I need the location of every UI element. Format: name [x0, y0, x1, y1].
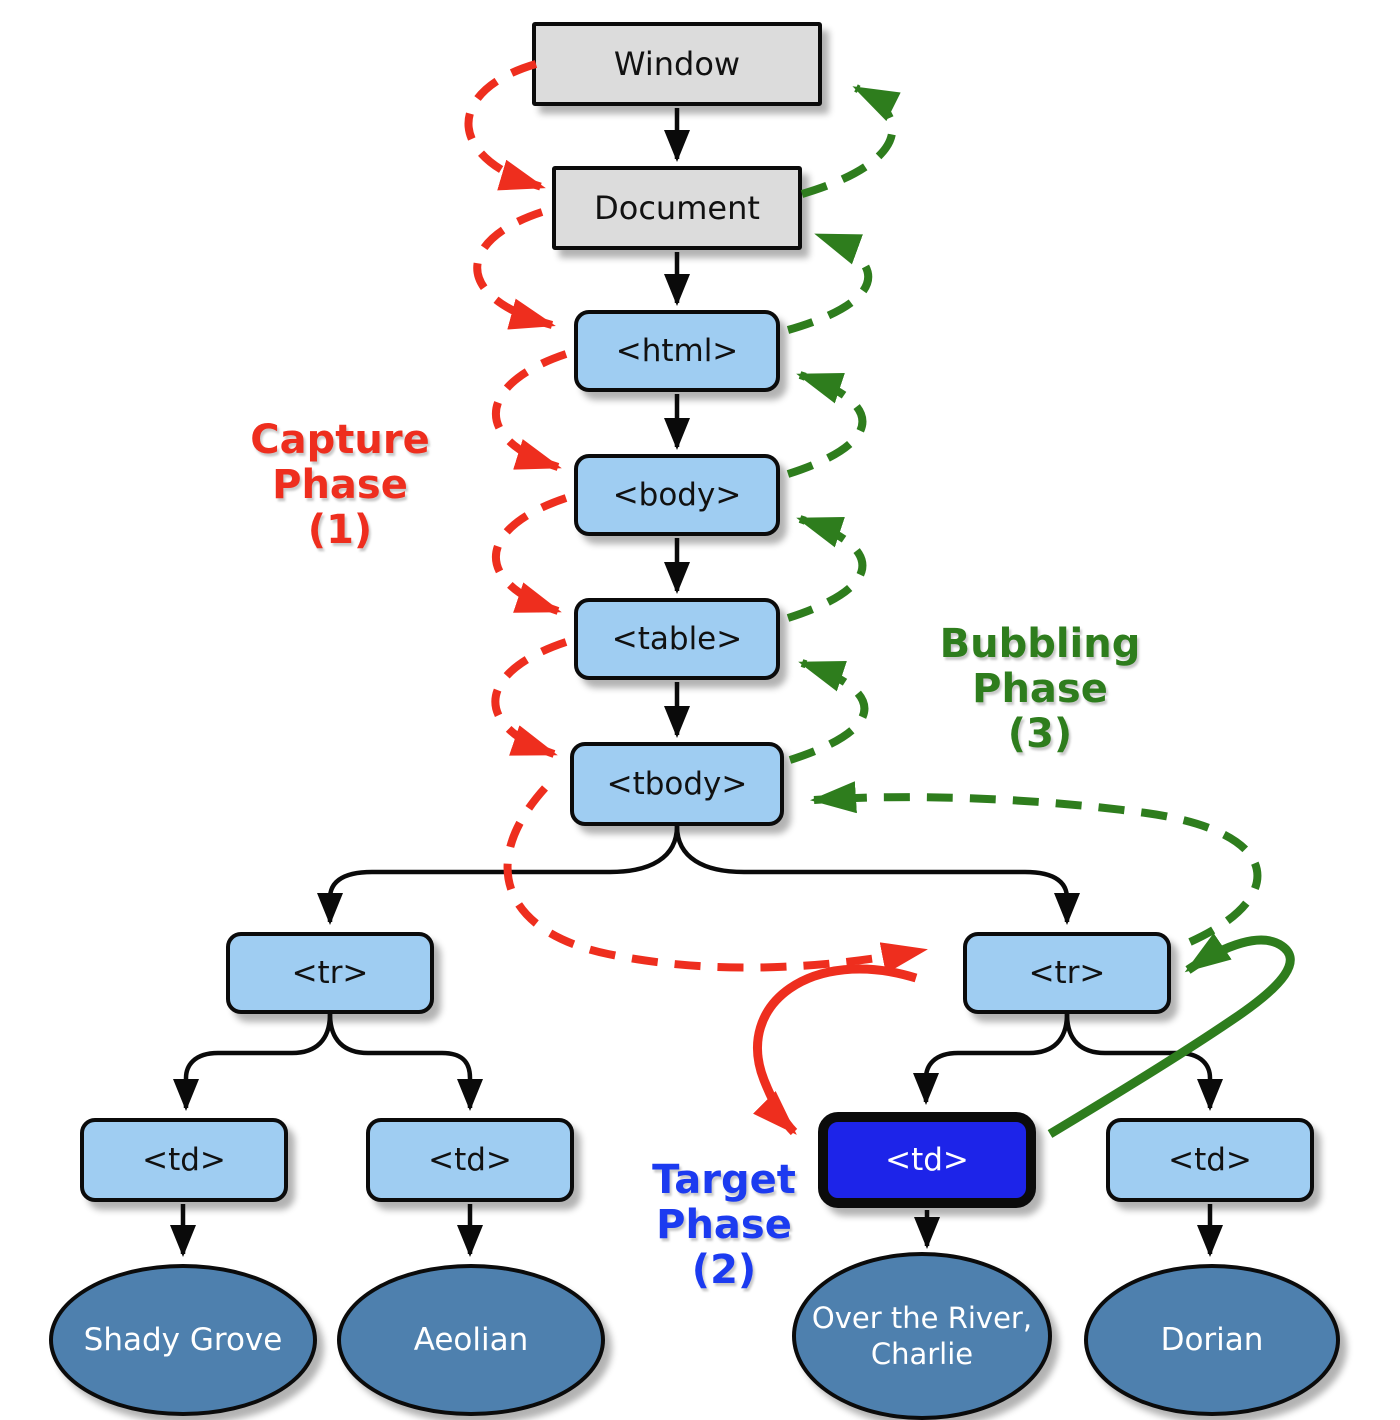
leaf-dorian: Dorian [1084, 1264, 1340, 1416]
node-table: <table> [574, 598, 780, 680]
node-tr-left-label: <tr> [291, 955, 369, 991]
node-td-2-label: <td> [428, 1142, 512, 1178]
node-td-1-label: <td> [142, 1142, 226, 1178]
capture-phase-label: Capture Phase (1) [190, 418, 490, 553]
node-td-4: <td> [1106, 1118, 1314, 1202]
target-phase-label: Target Phase (2) [574, 1158, 874, 1293]
target-phase-line3: (2) [691, 1247, 757, 1293]
node-td-2: <td> [366, 1118, 574, 1202]
leaf-shady-grove-label: Shady Grove [83, 1321, 283, 1358]
leaf-aeolian: Aeolian [337, 1264, 605, 1416]
arrow-tbody-tr-right [674, 825, 1080, 925]
leaf-over-river-line2: Charlie [870, 1337, 974, 1371]
node-document: Document [552, 166, 802, 250]
arrow-tbody-tr-left [317, 825, 680, 925]
leaf-over-river: Over the River, Charlie [792, 1252, 1052, 1420]
target-phase-line2: Phase [656, 1202, 792, 1248]
leaf-aeolian-label: Aeolian [413, 1321, 529, 1358]
node-html: <html> [574, 310, 780, 392]
leaf-shady-grove: Shady Grove [49, 1264, 317, 1416]
bubbling-phase-line1: Bubbling [939, 621, 1141, 667]
capture-phase-line3: (1) [307, 507, 373, 553]
bubbling-arc-table-body [786, 515, 867, 622]
node-td-4-label: <td> [1168, 1142, 1252, 1178]
capture-phase-line2: Phase [272, 462, 408, 508]
capture-arrow-tr-right-td-target [752, 964, 918, 1136]
bubbling-phase-line3: (3) [1007, 711, 1073, 757]
bubbling-arc-tr-right-tbody [810, 781, 1262, 946]
capture-arc-document-html [473, 208, 556, 330]
bubbling-arc-tbody-table [788, 659, 869, 764]
node-tbody: <tbody> [570, 742, 784, 826]
leaf-over-river-line1: Over the River, [811, 1300, 1033, 1335]
bubbling-arc-body-html [786, 371, 867, 478]
node-table-label: <table> [611, 621, 743, 657]
arrow-tr-right-td-target [913, 1013, 1070, 1105]
node-body: <body> [574, 454, 780, 536]
node-td-1: <td> [80, 1118, 288, 1202]
node-tr-right-label: <tr> [1028, 955, 1106, 991]
target-phase-line1: Target [652, 1157, 796, 1203]
node-html-label: <html> [615, 333, 739, 369]
node-td-target: <td> [818, 1112, 1036, 1208]
capture-arc-window-document [464, 60, 546, 191]
node-document-label: Document [594, 189, 760, 227]
arrow-tr-right-td4 [1064, 1013, 1223, 1111]
capture-arc-table-tbody [491, 638, 568, 758]
bubbling-phase-label: Bubbling Phase (3) [890, 622, 1190, 757]
leaf-dorian-label: Dorian [1160, 1321, 1264, 1358]
node-tbody-label: <tbody> [606, 766, 748, 802]
capture-arc-html-body [492, 350, 568, 471]
node-tr-right: <tr> [963, 932, 1171, 1014]
bubbling-phase-line2: Phase [972, 666, 1108, 712]
capture-phase-line1: Capture [250, 417, 430, 463]
arrow-tr-left-td2 [327, 1013, 483, 1111]
node-window-label: Window [613, 45, 741, 83]
node-td-target-label: <td> [885, 1142, 969, 1178]
capture-arc-body-table [492, 494, 568, 615]
node-tr-left: <tr> [226, 932, 434, 1014]
node-body-label: <body> [612, 477, 742, 513]
node-window: Window [532, 22, 822, 106]
arrow-tr-left-td1 [173, 1013, 333, 1111]
